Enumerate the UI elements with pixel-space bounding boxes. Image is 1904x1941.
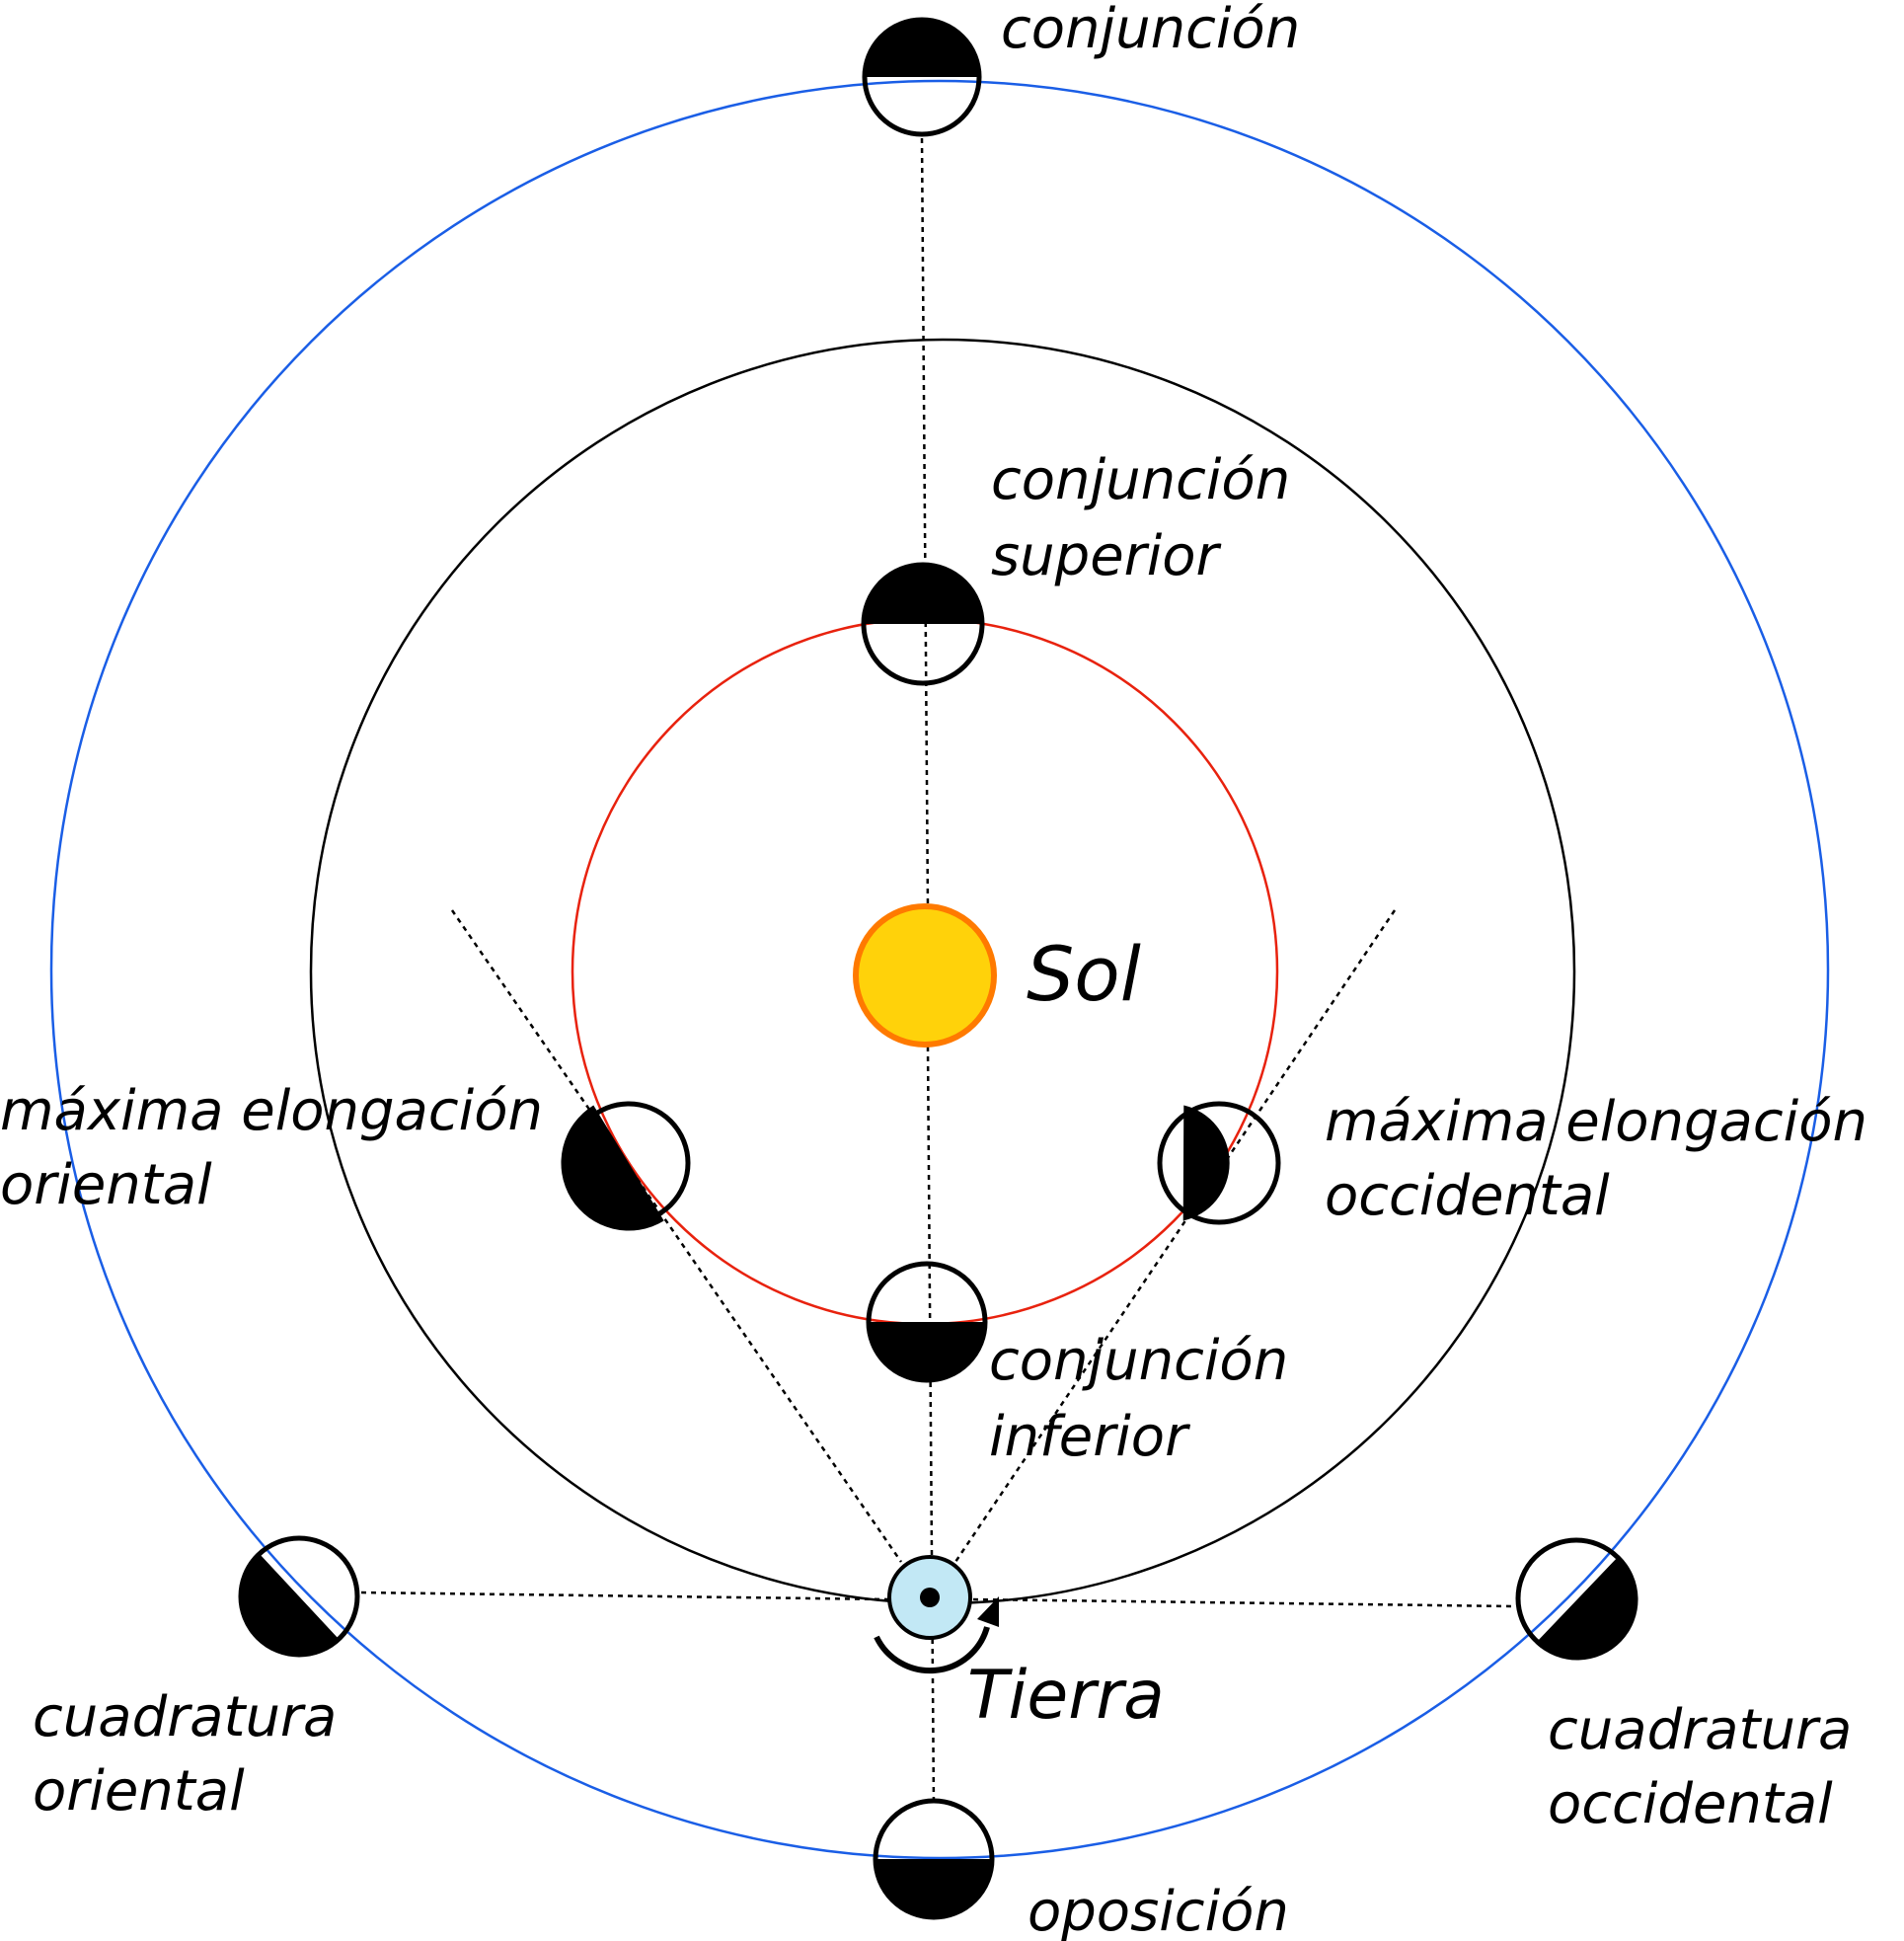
planet-dark-half	[561, 1105, 664, 1231]
rotation-arrow	[874, 1626, 990, 1674]
sight-line-vertical-top	[920, 137, 930, 909]
label-conjunction: conjunción	[1001, 0, 1300, 61]
label-superior-conjunction-line2: superior	[991, 524, 1222, 588]
planet-conjunction	[862, 17, 982, 137]
planet-western-elongation	[1157, 1101, 1281, 1225]
label-eastern-elongation: máxima elongación oriental	[0, 1079, 561, 1217]
sight-lines	[360, 137, 1515, 1808]
planet-outline	[873, 1798, 995, 1920]
label-eastern-quadrature-line2: oriental	[33, 1759, 245, 1824]
label-eastern-quadrature: cuadratura oriental	[33, 1685, 354, 1824]
sight-line-east-quadrature	[360, 1591, 891, 1601]
planet-outline	[866, 1261, 988, 1383]
label-western-elongation-line1: máxima elongación	[1325, 1090, 1867, 1154]
label-western-elongation-line2: occidental	[1325, 1164, 1610, 1228]
planet-outline	[862, 17, 982, 137]
label-western-quadrature: cuadratura occidental	[1548, 1698, 1869, 1836]
planet-outline	[861, 562, 985, 686]
label-earth: Tierra	[967, 1657, 1165, 1735]
label-inferior-conjunction: conjunción inferior	[989, 1329, 1306, 1469]
planet-dark-half	[869, 1322, 985, 1380]
planet-inferior-conjunction	[866, 1261, 988, 1383]
planet-outline	[238, 1535, 360, 1658]
label-opposition: oposición	[1028, 1880, 1289, 1941]
sight-line-west-elongation	[953, 909, 1397, 1563]
sight-line-east-elongation	[450, 909, 903, 1563]
label-sun: Sol	[1027, 930, 1141, 1018]
sight-line-west-quadrature	[972, 1597, 1515, 1608]
planet-dark-half	[864, 565, 982, 624]
planet-outline	[567, 1101, 691, 1225]
planet-dark-half	[865, 19, 980, 77]
label-eastern-elongation-line1: máxima elongación	[0, 1079, 543, 1143]
planet-eastern-elongation	[561, 1101, 691, 1231]
planet-dark-half	[1535, 1555, 1638, 1661]
planet-western-quadrature	[1515, 1537, 1638, 1661]
label-western-elongation: máxima elongación occidental	[1325, 1090, 1885, 1228]
label-eastern-elongation-line2: oriental	[0, 1153, 212, 1217]
planet-opposition	[873, 1798, 995, 1920]
label-western-quadrature-line1: cuadratura	[1548, 1698, 1852, 1762]
planet-eastern-quadrature	[238, 1535, 360, 1658]
outer-planet-orbit	[49, 79, 1830, 1860]
label-inferior-conjunction-line2: inferior	[989, 1405, 1190, 1469]
earth	[874, 1555, 999, 1674]
rotation-arrowhead-icon	[977, 1596, 999, 1627]
label-superior-conjunction-line1: conjunción	[991, 448, 1290, 512]
label-eastern-quadrature-line1: cuadratura	[33, 1685, 337, 1749]
sight-line-vertical-bottom	[926, 1046, 936, 1808]
planet-dark-half	[876, 1859, 992, 1917]
label-western-quadrature-line2: occidental	[1548, 1772, 1833, 1836]
observer-dot	[920, 1588, 940, 1607]
label-superior-conjunction: conjunción superior	[991, 448, 1308, 588]
planet-outline	[1515, 1537, 1637, 1660]
label-inferior-conjunction-line1: conjunción	[989, 1329, 1288, 1393]
planet-dark-half	[240, 1553, 340, 1656]
planet-outline	[1157, 1101, 1281, 1225]
sun	[853, 903, 997, 1048]
planet-dark-half	[1182, 1105, 1230, 1221]
planet-superior-conjunction	[861, 562, 985, 686]
